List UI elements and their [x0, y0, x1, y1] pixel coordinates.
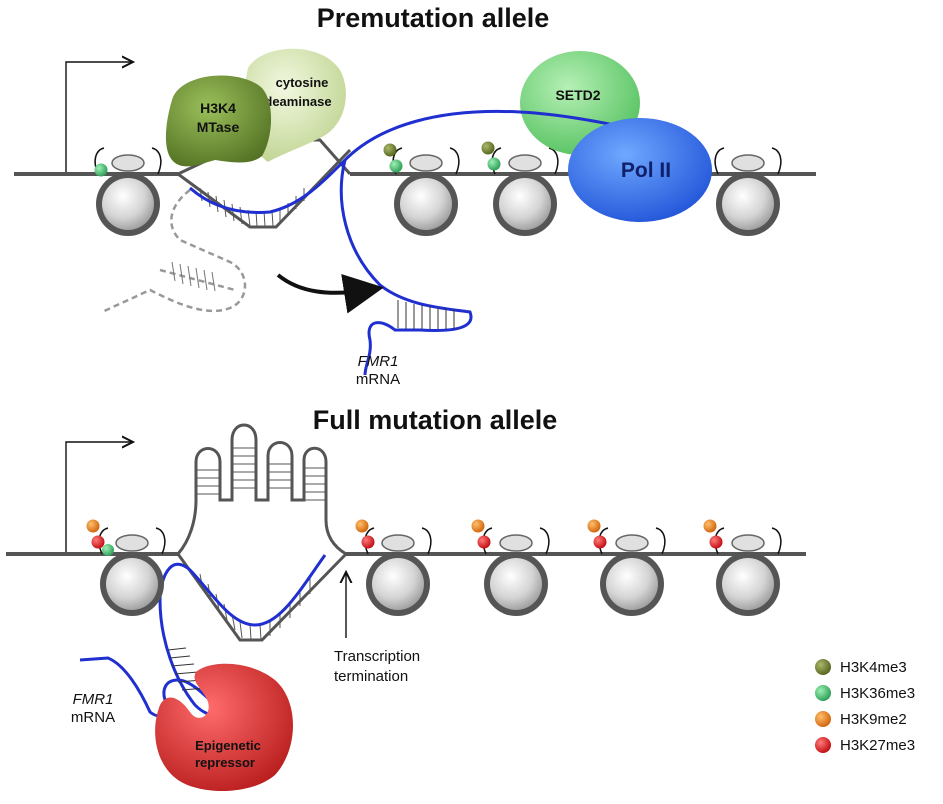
legend-label: H3K36me3: [840, 685, 915, 702]
legend-item: H3K4me3: [815, 659, 907, 676]
histone-marks-bottom: [86, 519, 723, 556]
nucleosome: [598, 527, 666, 616]
mrna-word-label-top: mRNA: [356, 371, 400, 388]
legend: H3K4me3 H3K36me3 H3K9me2 H3K27me3: [815, 659, 915, 754]
epigenetic-repressor: Epigenetic repressor: [155, 663, 294, 792]
deaminase-label-line1: cytosine: [276, 75, 329, 90]
nucleosome: [482, 527, 550, 616]
h3k27me3-mark: [477, 535, 491, 549]
nucleosome: [392, 147, 460, 236]
h3k4me3-mark: [481, 141, 495, 155]
legend-item: H3K27me3: [815, 737, 915, 754]
nucleosomes-bottom: [98, 527, 782, 616]
h3k36me3-mark: [389, 159, 403, 173]
h3k27me3-mark: [361, 535, 375, 549]
h3k27me3-mark: [593, 535, 607, 549]
histone-marks-top: [94, 141, 501, 177]
mtase-label-line1: H3K4: [200, 100, 236, 116]
tss-arrow-bottom: [65, 442, 133, 554]
curved-arrow-top: [276, 273, 384, 314]
nucleosome: [714, 147, 782, 236]
tss-arrow-top: [65, 62, 133, 174]
setd2-label: SETD2: [555, 87, 600, 103]
nucleosome: [491, 147, 559, 236]
legend-label: H3K27me3: [840, 737, 915, 754]
h3k9me2-mark: [703, 519, 717, 533]
legend-item: H3K36me3: [815, 685, 915, 702]
pol-ii-protein: Pol II: [568, 118, 712, 222]
legend-label: H3K4me3: [840, 659, 907, 676]
h3k36me3-mark: [94, 163, 108, 177]
h3k4-mtase: H3K4 MTase: [165, 75, 272, 167]
termination-label-line2: termination: [334, 668, 408, 685]
h3k36me3-mark: [487, 157, 501, 171]
premutation-title: Premutation allele: [317, 3, 550, 33]
h3k9me2-mark: [355, 519, 369, 533]
nucleosome: [364, 527, 432, 616]
h3k4me3-mark: [383, 143, 397, 157]
dashed-hairpin-top: [101, 189, 247, 314]
nucleosomes-top: [94, 147, 782, 236]
h3k36me3-mark: [102, 544, 114, 556]
h3k9me2-mark: [587, 519, 601, 533]
h3k9me2-mark: [86, 519, 100, 533]
full-mutation-title: Full mutation allele: [313, 405, 558, 435]
mrna-gene-label-top: FMR1: [358, 353, 399, 370]
legend-swatch: [815, 659, 831, 675]
termination-label-line1: Transcription: [334, 648, 420, 665]
mrna-gene-label-bottom: FMR1: [73, 691, 114, 708]
mrna-hairpin-ladder-top: [397, 300, 455, 329]
legend-swatch: [815, 737, 831, 753]
mrna-word-label-bottom: mRNA: [71, 709, 115, 726]
nucleosome: [714, 527, 782, 616]
h3k9me2-mark: [471, 519, 485, 533]
legend-item: H3K9me2: [815, 711, 907, 728]
repressor-label-line2: repressor: [195, 755, 255, 770]
deaminase-label-line2: deaminase: [264, 94, 331, 109]
cytosine-deaminase: cytosine deaminase: [244, 48, 346, 162]
nucleosome: [98, 527, 166, 616]
h3k27me3-mark: [709, 535, 723, 549]
legend-swatch: [815, 685, 831, 701]
repressor-label-line1: Epigenetic: [195, 738, 261, 753]
pol-ii-label: Pol II: [621, 159, 671, 182]
mtase-label-line2: MTase: [197, 119, 240, 135]
legend-label: H3K9me2: [840, 711, 907, 728]
mrna-strand-top: [339, 159, 473, 376]
legend-swatch: [815, 711, 831, 727]
hairpin-ladders-bottom: [196, 447, 326, 501]
dna-strand-bottom: [6, 423, 806, 642]
h3k27me3-mark: [91, 535, 105, 549]
nucleosome: [94, 147, 162, 236]
